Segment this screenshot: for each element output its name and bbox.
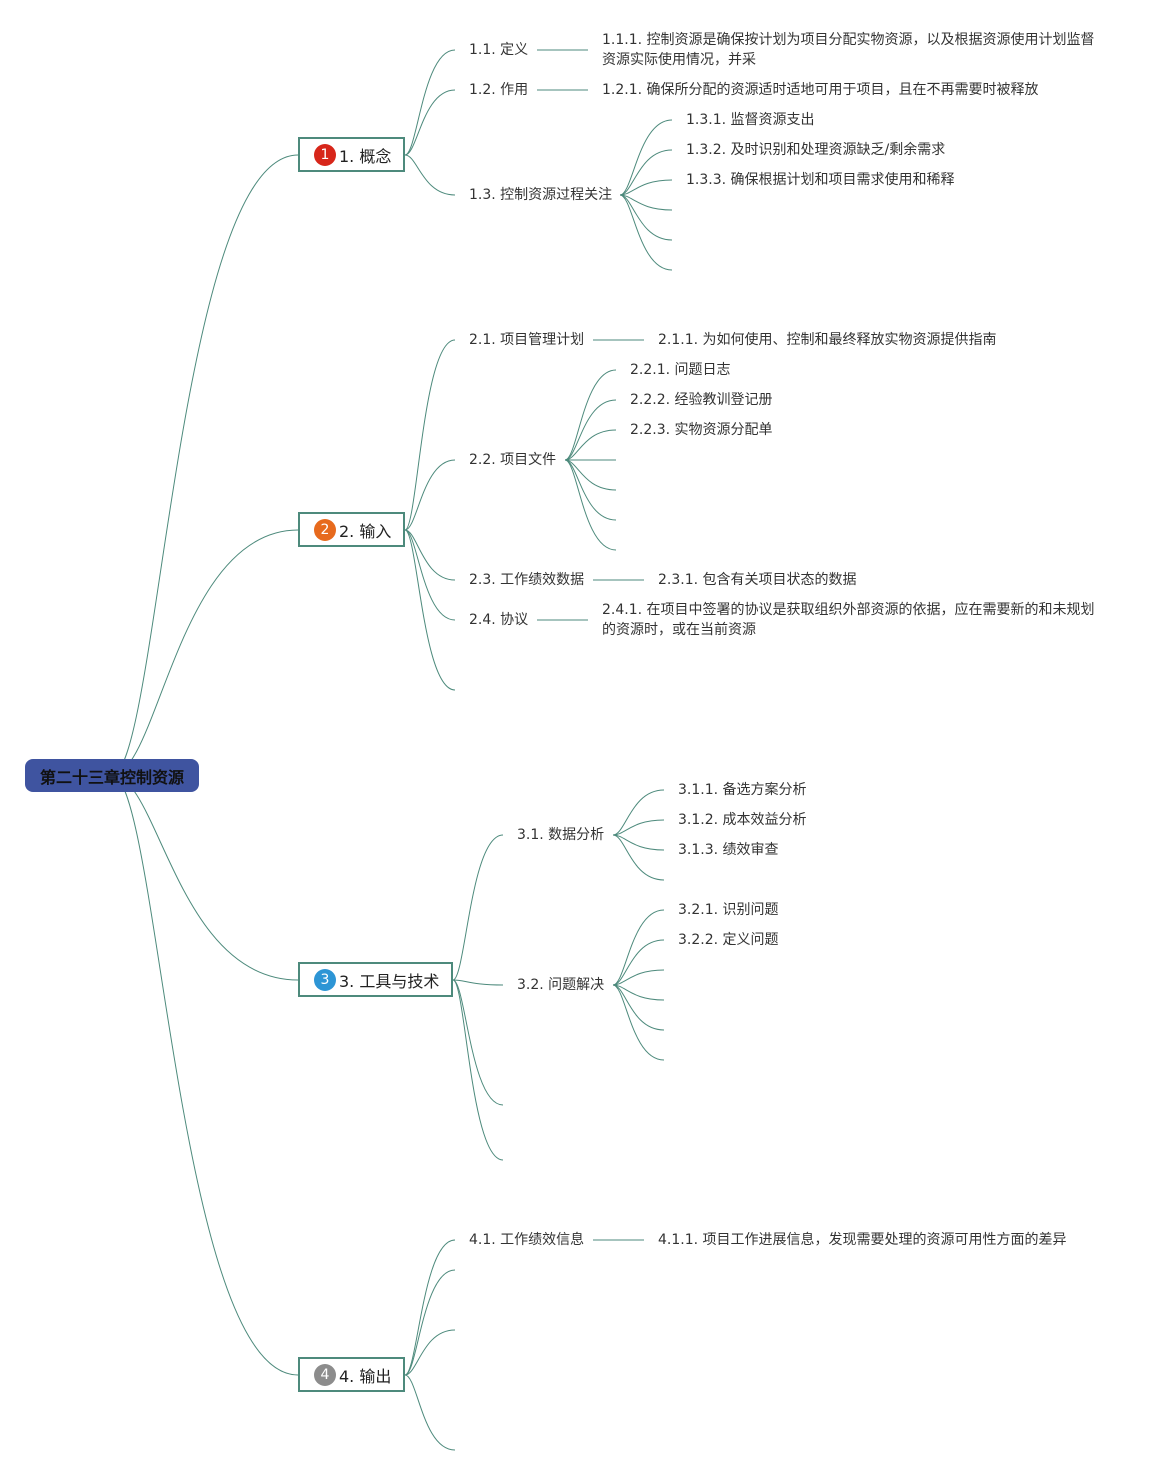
sub31-branch-1 [612, 819, 665, 836]
number-1-badge-icon: 1 [314, 143, 336, 166]
item-1-3-3[interactable]: 1.3.3. 确保根据计划和项目需求使用和稀释 [686, 172, 955, 188]
sub31-branch-3 [612, 834, 665, 881]
sub32-branch-1 [612, 939, 665, 986]
topic-input[interactable]: 2 2. 输入 [298, 512, 405, 547]
subtopic-3-2[interactable]: 3.2. 问题解决 [517, 977, 605, 993]
topic-label: 2. 输入 [339, 521, 392, 541]
sub32-branch-3 [612, 984, 665, 1001]
item-1-3-2[interactable]: 1.3.2. 及时识别和处理资源缺乏/剩余需求 [686, 142, 946, 158]
item-3-1-3[interactable]: 3.1.3. 绩效审查 [678, 842, 779, 858]
item-3-2-2[interactable]: 3.2.2. 定义问题 [678, 932, 779, 948]
topic2-branch-3 [404, 529, 456, 621]
sub13-branch-2 [619, 179, 673, 196]
sub31-branch-2 [612, 834, 665, 851]
sub32-branch-5 [612, 984, 665, 1061]
sub13-branch-3 [619, 194, 673, 211]
topic-label: 1. 概念 [339, 146, 392, 166]
sub22-branch-6 [564, 459, 617, 551]
topic-output[interactable]: 4 4. 输出 [298, 1357, 405, 1392]
sub22-branch-5 [564, 459, 617, 521]
sub32-branch-0 [612, 909, 665, 986]
topic4-branch-1 [404, 1269, 456, 1376]
item-3-1-2[interactable]: 3.1.2. 成本效益分析 [678, 812, 807, 828]
subtopic-3-1[interactable]: 3.1. 数据分析 [517, 827, 605, 843]
topic1-branch-1 [404, 89, 456, 156]
topic4-branch-3 [404, 1374, 456, 1451]
subtopic-2-3[interactable]: 2.3. 工作绩效数据 [469, 572, 585, 588]
topic3-branch-2 [452, 979, 504, 1106]
topic2-branch-0 [404, 339, 456, 531]
subtopic-1-1[interactable]: 1.1. 定义 [469, 42, 529, 58]
topic3-branch-3 [452, 979, 504, 1161]
number-2-badge-icon: 2 [314, 518, 336, 541]
topic-label: 3. 工具与技术 [339, 971, 440, 991]
detail-2-3-1[interactable]: 2.3.1. 包含有关项目状态的数据 [658, 572, 857, 588]
number-3-badge-icon: 3 [314, 968, 336, 991]
topic-label: 4. 输出 [339, 1366, 392, 1386]
detail-1-1-1[interactable]: 1.1.1. 控制资源是确保按计划为项目分配实物资源，以及根据资源使用计划监督资… [602, 32, 1095, 68]
root-label: 第二十三章控制资源 [39, 767, 184, 787]
root-to-topic-1 [111, 154, 299, 776]
subtopic-1-2[interactable]: 1.2. 作用 [469, 82, 529, 98]
detail-2-4-1[interactable]: 2.4.1. 在项目中签署的协议是获取组织外部资源的依据，应在需要新的和未规划的… [602, 602, 1095, 638]
topic4-branch-0 [404, 1239, 456, 1376]
root-node[interactable]: 第二十三章控制资源 [25, 759, 199, 792]
root-to-topic-3 [111, 774, 299, 981]
sub22-branch-2 [564, 429, 617, 461]
sub13-branch-0 [619, 119, 673, 196]
topic2-branch-1 [404, 459, 456, 531]
sub22-branch-1 [564, 399, 617, 461]
sub22-branch-0 [564, 369, 617, 461]
topic3-branch-0 [452, 834, 504, 981]
subtopic-4-1[interactable]: 4.1. 工作绩效信息 [469, 1232, 585, 1248]
sub13-branch-5 [619, 194, 673, 271]
sub32-branch-2 [612, 969, 665, 986]
sub31-branch-0 [612, 789, 665, 836]
item-2-2-3[interactable]: 2.2.3. 实物资源分配单 [630, 422, 773, 438]
topic3-branch-1 [452, 979, 504, 986]
item-3-1-1[interactable]: 3.1.1. 备选方案分析 [678, 782, 807, 798]
topic4-branch-2 [404, 1329, 456, 1376]
root-to-topic-4 [111, 774, 299, 1376]
subtopic-2-4[interactable]: 2.4. 协议 [469, 612, 529, 628]
topic2-branch-2 [404, 529, 456, 581]
topic1-branch-2 [404, 154, 456, 196]
topic-tools-techniques[interactable]: 3 3. 工具与技术 [298, 962, 453, 997]
root-to-topic-2 [111, 529, 299, 776]
detail-1-2-1[interactable]: 1.2.1. 确保所分配的资源适时适地可用于项目，且在不再需要时被释放 [602, 82, 1039, 98]
subtopic-2-2[interactable]: 2.2. 项目文件 [469, 452, 557, 468]
sub13-branch-4 [619, 194, 673, 241]
item-2-2-1[interactable]: 2.2.1. 问题日志 [630, 362, 731, 378]
sub32-branch-4 [612, 984, 665, 1031]
subtopic-1-3[interactable]: 1.3. 控制资源过程关注 [469, 187, 613, 203]
detail-4-1-1[interactable]: 4.1.1. 项目工作进展信息，发现需要处理的资源可用性方面的差异 [658, 1232, 1067, 1248]
sub13-branch-1 [619, 149, 673, 196]
subtopic-2-1[interactable]: 2.1. 项目管理计划 [469, 332, 585, 348]
item-1-3-1[interactable]: 1.3.1. 监督资源支出 [686, 112, 815, 128]
topic-concept[interactable]: 1 1. 概念 [298, 137, 405, 172]
detail-2-1-1[interactable]: 2.1.1. 为如何使用、控制和最终释放实物资源提供指南 [658, 332, 997, 348]
topic1-branch-0 [404, 49, 456, 156]
topic2-branch-4 [404, 529, 456, 691]
item-2-2-2[interactable]: 2.2.2. 经验教训登记册 [630, 392, 773, 408]
sub22-branch-4 [564, 459, 617, 491]
number-4-badge-icon: 4 [314, 1363, 336, 1386]
item-3-2-1[interactable]: 3.2.1. 识别问题 [678, 902, 779, 918]
